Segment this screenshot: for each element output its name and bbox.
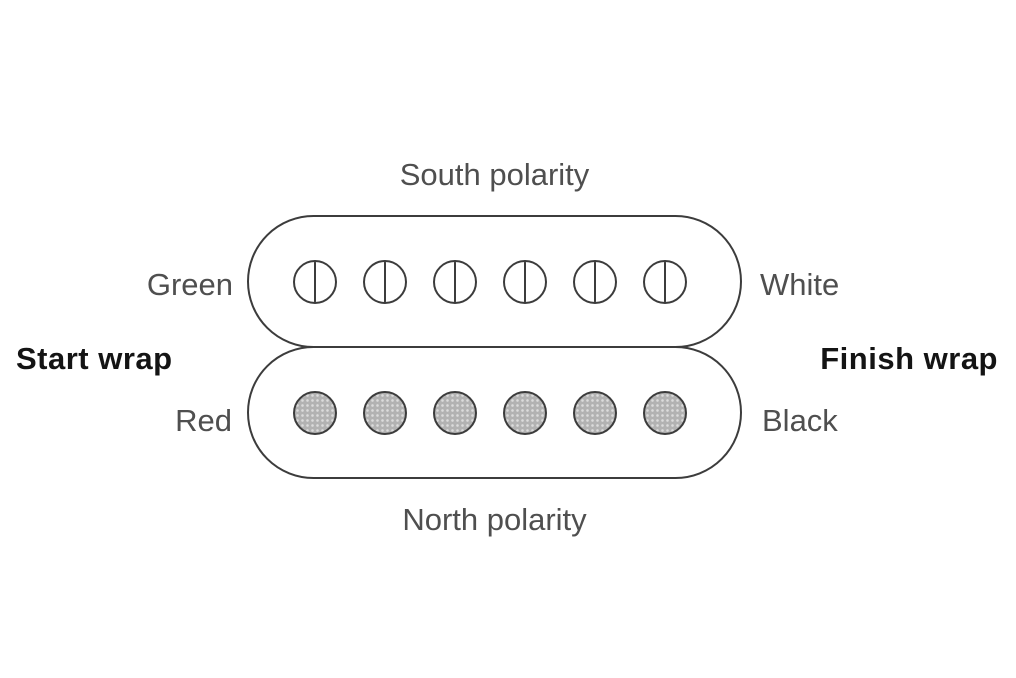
- start-wrap-label: Start wrap: [16, 341, 173, 376]
- slug-pole-icon: [643, 390, 687, 435]
- south-polarity-coil: [247, 215, 742, 348]
- north-polarity-label: North polarity: [402, 502, 587, 537]
- screw-pole-icon: [573, 259, 617, 304]
- white-wire-label: White: [760, 267, 840, 302]
- slug-pole-icon: [573, 390, 617, 435]
- finish-wrap-label: Finish wrap: [820, 341, 998, 376]
- screw-pole-icon: [433, 259, 477, 304]
- slug-pole-icon: [363, 390, 407, 435]
- screw-poles-row: [249, 217, 740, 346]
- green-wire-label: Green: [146, 267, 233, 302]
- black-wire-label: Black: [762, 403, 838, 438]
- screw-pole-icon: [293, 259, 337, 304]
- screw-pole-icon: [643, 259, 687, 304]
- slug-pole-icon: [293, 390, 337, 435]
- south-polarity-label: South polarity: [399, 157, 590, 192]
- slug-pole-icon: [503, 390, 547, 435]
- north-polarity-coil: [247, 346, 742, 479]
- screw-pole-icon: [503, 259, 547, 304]
- screw-pole-icon: [363, 259, 407, 304]
- slug-poles-row: [249, 348, 740, 477]
- slug-pole-icon: [433, 390, 477, 435]
- red-wire-label: Red: [175, 403, 232, 438]
